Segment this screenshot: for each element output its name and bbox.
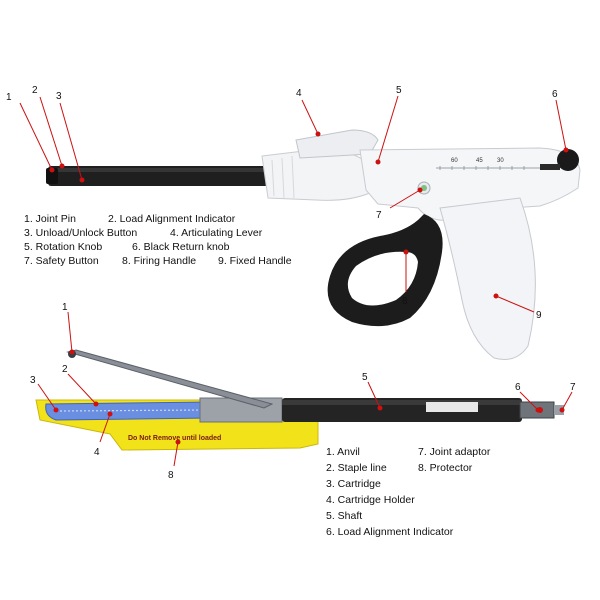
legend-unload-button: 3. Unload/Unlock Button (24, 227, 138, 239)
bottom-callout-3: 3 (30, 375, 36, 386)
top-callout-6: 6 (552, 89, 558, 100)
bottom-callout-7: 7 (570, 382, 576, 393)
top-callout-7: 7 (376, 210, 382, 221)
bottom-callout-numbers: 1 2 3 4 5 6 7 8 (30, 302, 576, 481)
bottom-callout-2: 2 (62, 364, 68, 375)
bottom-legend-left: 1. Anvil 2. Staple line 3. Cartridge 4. … (326, 444, 453, 540)
top-callout-numbers: 1 2 3 4 5 6 7 8 9 (6, 85, 558, 321)
legend-joint-pin: 1. Joint Pin (24, 213, 76, 225)
scale-mark-45: 45 (476, 158, 483, 164)
top-firing-handle (327, 214, 443, 327)
legend-cartridge-holder: 4. Cartridge Holder (326, 494, 415, 506)
legend-return-knob: 6. Black Return knob (132, 241, 230, 253)
bottom-cartridge (45, 401, 211, 421)
top-stapler: 60 45 30 (46, 129, 581, 360)
legend-cartridge: 3. Cartridge (326, 478, 381, 490)
legend-fixed-handle: 9. Fixed Handle (218, 255, 292, 267)
scale-mark-30: 30 (497, 158, 504, 164)
legend-load-alignment: 2. Load Alignment Indicator (108, 213, 236, 225)
bottom-stapler: Do Not Remove until loaded (35, 349, 564, 451)
legend-anvil: 1. Anvil (326, 446, 360, 458)
top-leader-dots (49, 131, 569, 299)
bottom-leader-dots (53, 349, 565, 445)
bottom-callout-6: 6 (515, 382, 521, 393)
legend-rotation-knob: 5. Rotation Knob (24, 241, 103, 253)
top-callout-2: 2 (32, 85, 38, 96)
protector-text: Do Not Remove until loaded (128, 435, 221, 442)
top-callout-9: 9 (536, 310, 542, 321)
top-legend-row-1: 1. Joint Pin 2. Load Alignment Indicator (24, 212, 292, 226)
top-callout-1: 1 (6, 92, 12, 103)
bottom-anvil (66, 349, 274, 409)
top-articulating-lever (295, 129, 379, 159)
bottom-legend-right: 7. Joint adaptor 8. Protector (418, 444, 490, 476)
legend-articulating-lever: 4. Articulating Lever (170, 227, 263, 239)
legend-shaft: 5. Shaft (326, 510, 363, 522)
top-callout-8: 8 (402, 296, 408, 307)
legend-load-alignment-indicator: 6. Load Alignment Indicator (326, 526, 454, 538)
top-legend-row-4: 7. Safety Button 8. Firing Handle 9. Fixed… (24, 254, 292, 268)
legend-staple-line: 2. Staple line (326, 462, 387, 474)
bottom-callout-4: 4 (94, 447, 100, 458)
bottom-callout-1: 1 (62, 302, 68, 313)
top-fixed-handle (439, 197, 536, 360)
legend-protector: 8. Protector (418, 462, 473, 474)
top-legend-row-3: 5. Rotation Knob 6. Black Return knob (24, 240, 292, 254)
top-callout-4: 4 (296, 88, 302, 99)
legend-safety-button: 7. Safety Button (24, 255, 99, 267)
scale-mark-60: 60 (451, 158, 458, 164)
top-return-knob (557, 149, 579, 171)
legend-joint-adaptor: 7. Joint adaptor (418, 446, 491, 458)
bottom-callout-8: 8 (168, 470, 174, 481)
top-callout-5: 5 (396, 85, 402, 96)
top-leaders (19, 95, 567, 313)
legend-firing-handle: 8. Firing Handle (122, 255, 197, 267)
bottom-leaders (37, 311, 573, 467)
bottom-callout-5: 5 (362, 372, 368, 383)
top-callout-3: 3 (56, 91, 62, 102)
top-rotation-knob (261, 149, 373, 201)
top-legend-row-2: 3. Unload/Unlock Button 4. Articulating L… (24, 226, 292, 240)
